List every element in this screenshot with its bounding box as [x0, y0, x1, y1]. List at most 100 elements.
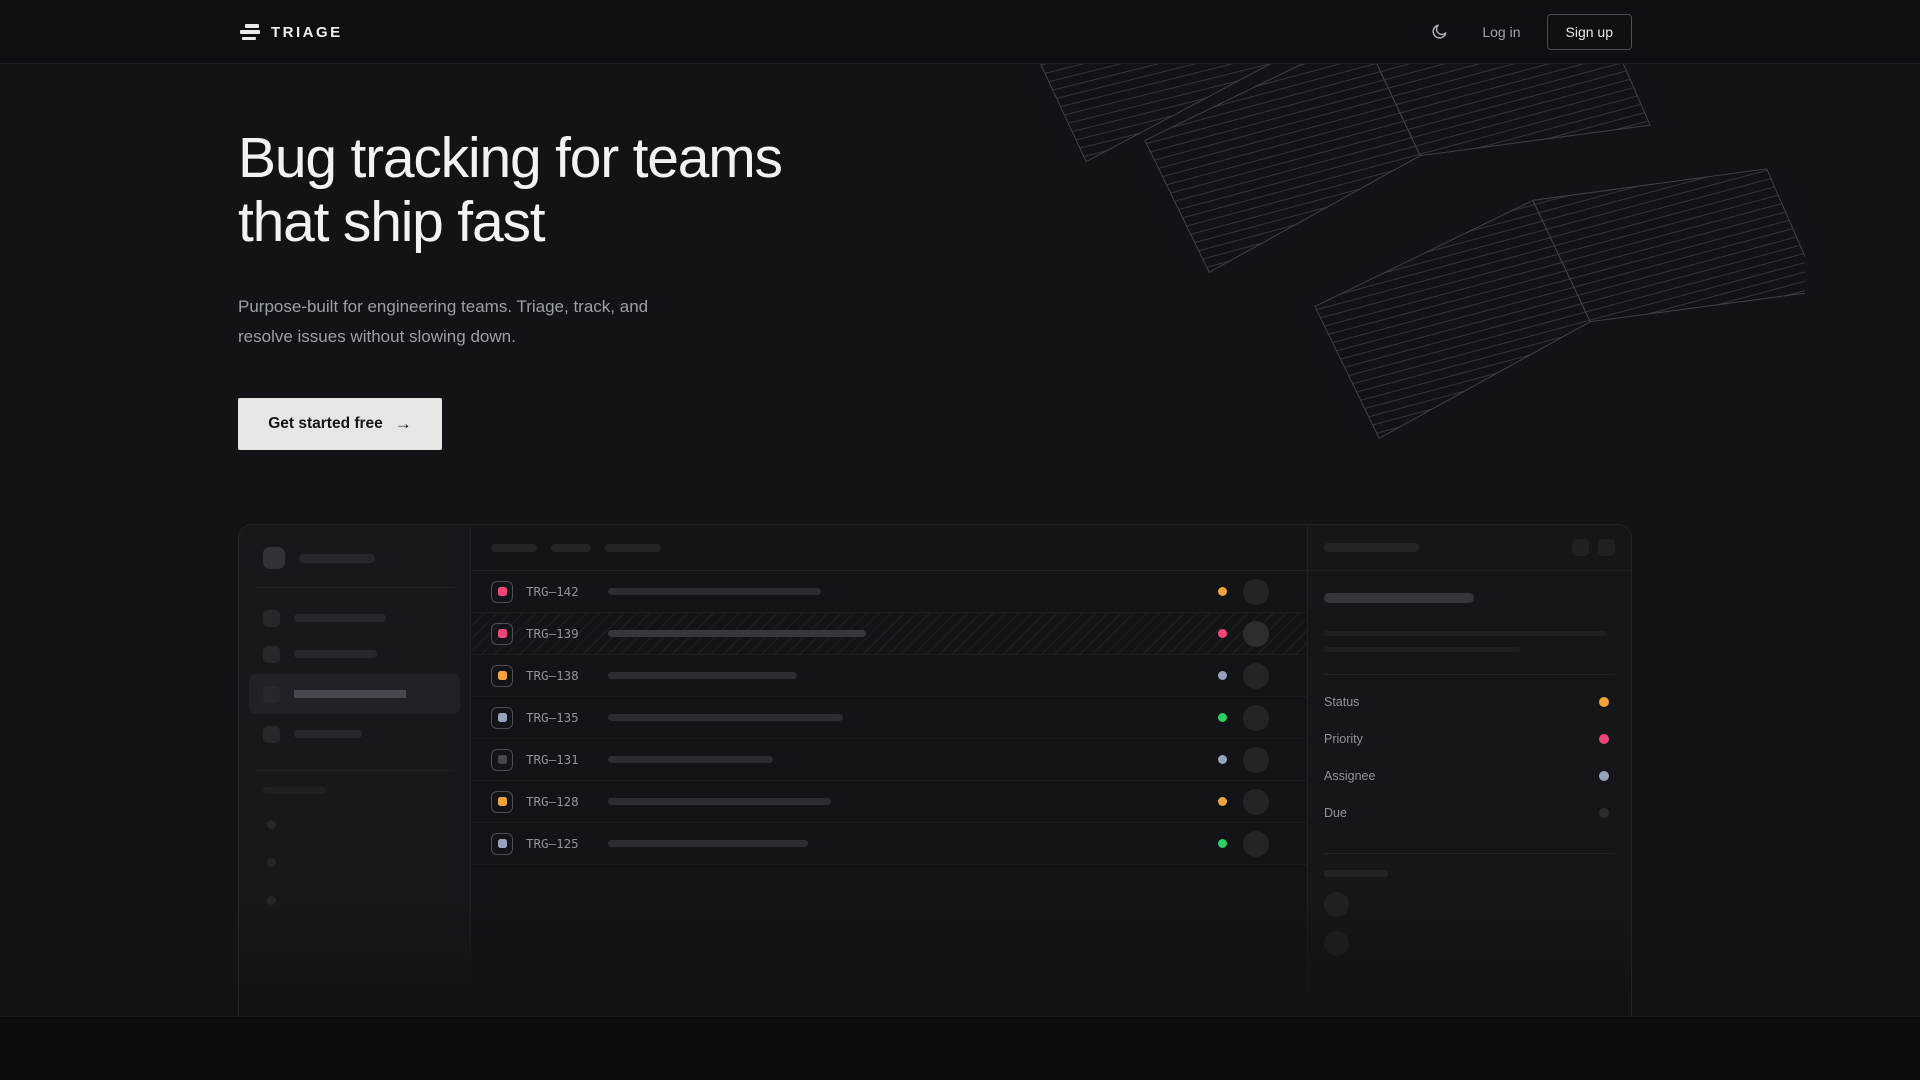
sidebar-dot [267, 896, 276, 905]
toolbar-tab-skeleton [605, 543, 661, 552]
nav-item-skeleton [294, 690, 406, 698]
property-value-dot [1599, 696, 1609, 707]
issue-title-skeleton [608, 756, 773, 763]
issue-type-icon-fill [497, 839, 507, 848]
wireframe-slabs-graphic [1023, 64, 1805, 439]
property-label: Assignee [1324, 768, 1376, 783]
signup-button[interactable]: Sign up [1546, 14, 1632, 50]
nav-item-icon [263, 645, 280, 663]
issue-id: TRG–131 [526, 752, 579, 767]
issue-type-icon-fill [497, 797, 507, 806]
issue-assignee-avatar [1243, 746, 1269, 773]
divider [1324, 853, 1615, 854]
hero-subtitle-line2: resolve issues without slowing down. [238, 327, 516, 346]
sidebar-nav-item-active [249, 674, 460, 714]
theme-toggle-moon-icon[interactable] [1422, 15, 1456, 49]
issue-type-icon [491, 706, 513, 729]
divider [255, 587, 454, 588]
brand-logo[interactable]: TRIAGE [240, 0, 343, 64]
property-value-dot [1599, 807, 1609, 818]
detail-action-buttons [1572, 539, 1615, 556]
issue-id: TRG–135 [526, 710, 579, 725]
comment-avatar [1324, 931, 1349, 956]
issue-title-skeleton [608, 798, 831, 805]
mockup-sidebar-nav [239, 600, 470, 752]
hero-title-line2: that ship fast [238, 190, 546, 254]
login-link[interactable]: Log in [1482, 24, 1521, 40]
toolbar-tab-skeleton [551, 543, 591, 552]
issue-type-icon-fill [497, 587, 507, 596]
workspace-avatar [263, 547, 285, 569]
property-row: Assignee [1324, 757, 1615, 794]
issue-row: TRG–139 [471, 613, 1307, 655]
issue-status-dot [1218, 629, 1227, 638]
divider [1324, 674, 1615, 675]
issue-id: TRG–142 [526, 584, 579, 599]
brand-name: TRIAGE [271, 23, 343, 41]
nav-item-skeleton [294, 650, 377, 658]
get-started-label: Get started free [268, 415, 383, 432]
issue-type-icon-fill [497, 713, 507, 722]
issue-title-skeleton [608, 714, 843, 721]
nav-item-icon [263, 725, 280, 743]
detail-action-icon [1572, 539, 1589, 556]
nav-item-skeleton [294, 614, 386, 622]
sidebar-section-label-skeleton [263, 787, 327, 794]
detail-section-label-skeleton [1324, 870, 1388, 877]
nav-item-icon [263, 609, 280, 627]
detail-action-icon [1598, 539, 1615, 556]
issue-id: TRG–128 [526, 794, 579, 809]
mockup-workspace-row [239, 547, 470, 569]
property-label: Priority [1324, 731, 1363, 746]
issue-assignee-avatar [1243, 620, 1269, 647]
issue-list-toolbar [471, 525, 1307, 571]
issue-type-icon [491, 748, 513, 771]
detail-breadcrumb-skeleton [1324, 543, 1419, 552]
get-started-button[interactable]: Get started free → [238, 398, 442, 450]
issue-id: TRG–139 [526, 626, 579, 641]
property-row: Priority [1324, 720, 1615, 757]
sidebar-nav-item [239, 716, 470, 752]
detail-toolbar [1308, 525, 1631, 571]
issue-type-icon [491, 622, 513, 645]
issue-assignee-avatar [1243, 788, 1269, 815]
detail-text-skeleton [1324, 647, 1520, 652]
issue-type-icon [491, 832, 513, 855]
issue-type-icon [491, 790, 513, 813]
issue-status-dot [1218, 587, 1227, 596]
issue-status-dot [1218, 713, 1227, 722]
issue-status-dot [1218, 755, 1227, 764]
property-value-dot [1599, 770, 1609, 781]
triage-logo-icon [240, 24, 260, 40]
issue-title-skeleton [608, 630, 866, 637]
hero-title: Bug tracking for teams that ship fast [238, 126, 783, 254]
sidebar-nav-item [239, 600, 470, 636]
issue-title-skeleton [608, 840, 808, 847]
footer-band [0, 1016, 1920, 1080]
nav-item-skeleton [294, 730, 362, 738]
sidebar-dot [267, 858, 276, 867]
detail-title-skeleton [1324, 593, 1474, 603]
hero-subtitle-line1: Purpose-built for engineering teams. Tri… [238, 297, 649, 316]
detail-text-skeleton [1324, 631, 1606, 636]
issue-row: TRG–125 [471, 823, 1307, 865]
issue-type-icon-fill [497, 755, 507, 764]
issue-assignee-avatar [1243, 830, 1269, 857]
issue-assignee-avatar [1243, 578, 1269, 605]
issue-status-dot [1218, 839, 1227, 848]
workspace-name-skeleton [299, 553, 375, 563]
arrow-right-icon: → [394, 414, 412, 433]
hero-subtitle: Purpose-built for engineering teams. Tri… [238, 292, 648, 352]
hero-title-line1: Bug tracking for teams [238, 126, 783, 190]
issue-type-icon-fill [497, 671, 507, 680]
sidebar-dot [267, 820, 276, 829]
issue-status-dot [1218, 671, 1227, 680]
issue-id: TRG–138 [526, 668, 579, 683]
hero-section: Bug tracking for teams that ship fast Pu… [0, 64, 1920, 1016]
issue-row: TRG–128 [471, 781, 1307, 823]
issue-assignee-avatar [1243, 662, 1269, 689]
